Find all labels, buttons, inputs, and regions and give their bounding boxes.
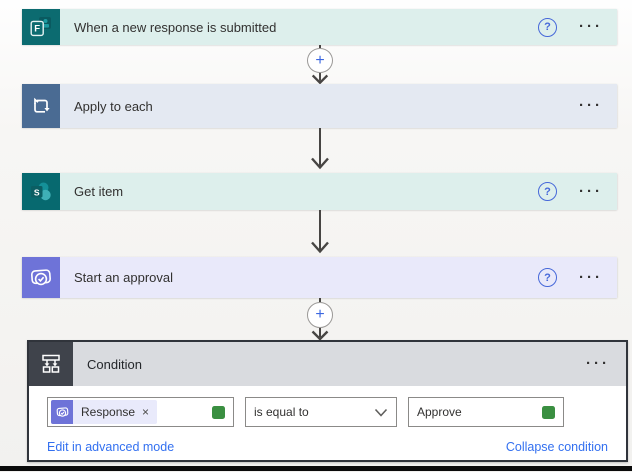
condition-branch-icon [29,342,73,386]
menu-ellipsis-icon[interactable]: ··· [579,182,603,200]
help-icon[interactable]: ? [538,17,557,37]
token-label: Response [81,405,136,419]
condition-value-field-left[interactable]: Response × [47,397,234,427]
trigger-card-forms[interactable]: F When a new response is submitted ? ··· [22,9,617,45]
action-card-start-approval[interactable]: Start an approval ? ··· [22,257,617,298]
arrow-down-icon [311,328,329,340]
dynamic-content-token[interactable]: Response × [51,400,158,424]
condition-card[interactable]: Condition ··· [27,340,628,462]
chevron-down-icon [374,408,388,417]
menu-ellipsis-icon[interactable]: ··· [579,97,603,114]
condition-header[interactable]: Condition ··· [29,342,626,386]
step-title: Start an approval [74,270,174,285]
condition-operator-dropdown[interactable]: is equal to [245,397,397,427]
step-title: Get item [74,184,124,199]
connector-insert: + [300,298,340,340]
value-type-indicator-icon [212,405,225,419]
connector-arrow-down-icon [311,210,329,254]
help-icon[interactable]: ? [538,268,557,287]
collapse-condition-link[interactable]: Collapse condition [505,440,608,454]
microsoft-forms-icon: F [22,9,60,45]
insert-step-plus-button[interactable]: + [307,47,333,74]
approvals-token-icon [51,400,73,424]
operator-selected-value: is equal to [254,405,309,419]
menu-ellipsis-icon[interactable]: ··· [579,268,603,286]
token-remove-icon[interactable]: × [142,405,150,419]
step-title: When a new response is submitted [74,19,277,35]
svg-text:F: F [34,24,40,35]
window-bottom-edge [0,466,632,471]
action-card-get-item[interactable]: S Get item ? ··· [22,173,617,210]
arrow-down-icon [311,73,329,84]
condition-title: Condition [87,356,142,372]
connector-insert: + [300,45,340,84]
approvals-icon [22,257,60,298]
sharepoint-icon: S [22,173,60,210]
connector-arrow-down-icon [311,128,329,170]
apply-to-each-loop-icon [22,84,60,128]
step-title: Apply to each [74,98,153,114]
menu-ellipsis-icon[interactable]: ··· [579,18,603,35]
condition-value-field-right[interactable]: Approve [408,397,564,427]
help-icon[interactable]: ? [538,182,557,201]
condition-value-text: Approve [417,405,462,419]
svg-text:S: S [34,187,40,197]
insert-step-plus-button[interactable]: + [307,302,333,328]
value-type-indicator-icon [542,405,555,419]
edit-advanced-mode-link[interactable]: Edit in advanced mode [47,440,175,454]
action-card-apply-to-each[interactable]: Apply to each ··· [22,84,617,128]
menu-ellipsis-icon[interactable]: ··· [586,355,610,372]
